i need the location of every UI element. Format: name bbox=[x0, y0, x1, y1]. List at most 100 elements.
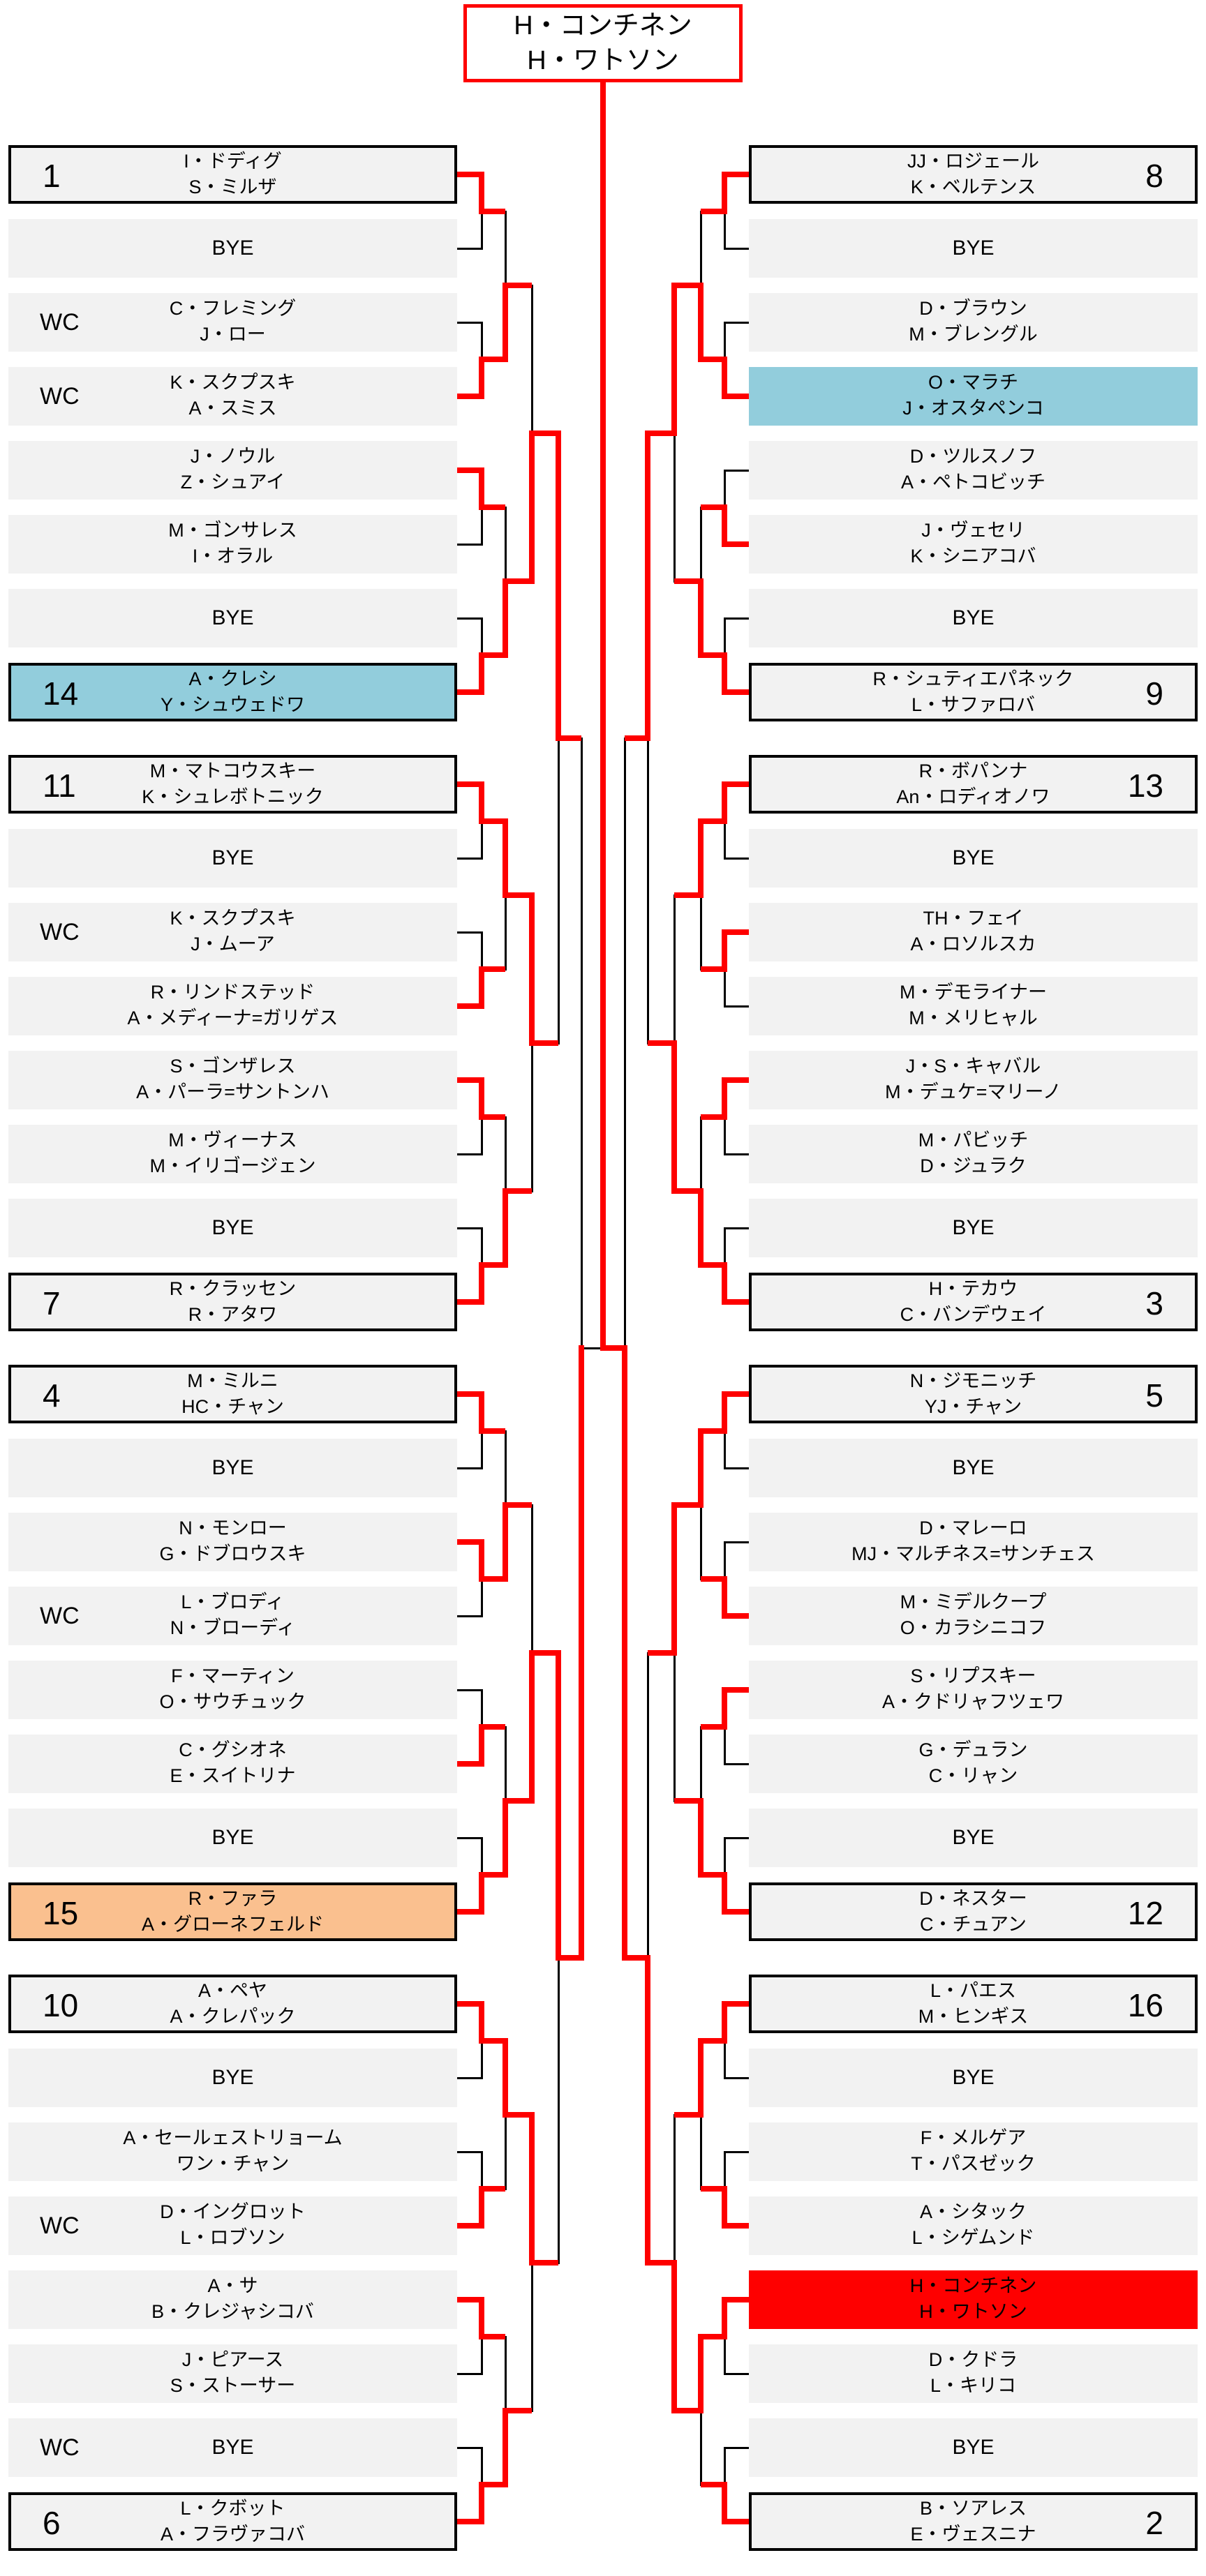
player-name: D・イングロット bbox=[160, 2201, 306, 2222]
winner-path-line bbox=[457, 1391, 482, 1397]
player-name: K・シュレボトニック bbox=[142, 786, 324, 807]
winner-path-line bbox=[671, 283, 677, 436]
winner-path-line bbox=[674, 1188, 701, 1194]
winner-path-line bbox=[724, 172, 749, 177]
player-name: J・ヴェセリ bbox=[921, 520, 1025, 541]
winner-path-line bbox=[479, 1539, 484, 1582]
bye-slot: BYE bbox=[749, 1809, 1198, 1867]
bracket-line bbox=[723, 1227, 726, 1266]
player-name: L・サファロバ bbox=[911, 694, 1036, 715]
winner-path-line bbox=[529, 1650, 535, 1804]
player-name: M・パビッチ bbox=[918, 1130, 1029, 1151]
winner-path-line bbox=[457, 1761, 482, 1767]
player-name: C・チュアン bbox=[920, 1914, 1027, 1935]
bye-label: BYE bbox=[211, 2066, 254, 2089]
bracket-line bbox=[480, 506, 483, 546]
winner-path-line bbox=[457, 1909, 482, 1915]
player-name: A・ペトコビッチ bbox=[900, 472, 1045, 493]
winner-path-line bbox=[724, 1613, 749, 1619]
winner-path-line bbox=[532, 1040, 558, 1046]
winner-path-line bbox=[603, 1345, 625, 1351]
winner-path-line bbox=[701, 1576, 724, 1582]
team-names: A・セールェストリョームワン・チャン bbox=[8, 2122, 457, 2177]
seed-label: 13 bbox=[1127, 767, 1163, 804]
player-name: C・リャン bbox=[928, 1765, 1018, 1786]
bracket-line bbox=[457, 1153, 482, 1155]
player-name: A・セールェストリョーム bbox=[123, 2127, 343, 2148]
player-name: J・S・キャバル bbox=[905, 1056, 1041, 1077]
bracket-line bbox=[480, 2446, 483, 2486]
winner-path-line bbox=[482, 1114, 505, 1120]
winner-path-line bbox=[722, 504, 727, 547]
bracket-line bbox=[723, 2039, 726, 2079]
winner-path-line bbox=[722, 2001, 727, 2044]
winner-path-line bbox=[701, 2482, 724, 2487]
bracket-line bbox=[581, 1347, 603, 1349]
bracket-line bbox=[673, 1652, 676, 1802]
winner-path-line bbox=[722, 2297, 727, 2339]
bracket-line bbox=[724, 1467, 749, 1469]
player-name: C・バンデウェイ bbox=[900, 1304, 1047, 1325]
player-name: B・ソアレス bbox=[919, 2498, 1027, 2519]
bracket-line bbox=[699, 506, 702, 583]
bracket-line bbox=[457, 2446, 482, 2449]
player-name: A・スミス bbox=[188, 398, 277, 419]
bracket-line bbox=[673, 432, 676, 583]
bracket-line bbox=[457, 321, 482, 324]
player-name: M・ブレングル bbox=[909, 324, 1038, 345]
player-name: D・クドラ bbox=[928, 2349, 1018, 2370]
winner-path-line bbox=[698, 818, 704, 898]
winner-path-line bbox=[482, 2482, 505, 2487]
player-name: L・パエス bbox=[930, 1980, 1017, 2001]
seed-label: 5 bbox=[1145, 1377, 1163, 1414]
bracket-line bbox=[723, 2335, 726, 2375]
bracket-line bbox=[724, 617, 749, 620]
winner-path-line bbox=[600, 80, 606, 1351]
winner-path-line bbox=[482, 1262, 505, 1268]
bracket-line bbox=[480, 1578, 483, 1617]
player-name: O・カラシニコフ bbox=[900, 1617, 1047, 1638]
winner-path-line bbox=[724, 929, 749, 935]
winner-path-line bbox=[482, 1724, 505, 1730]
player-name: R・ファラ bbox=[188, 1888, 278, 1909]
winner-path-line bbox=[482, 2334, 505, 2339]
player-name: A・グローネフェルド bbox=[141, 1914, 324, 1935]
winner-path-line bbox=[457, 394, 482, 399]
winner-path-line bbox=[701, 2186, 724, 2192]
player-name: A・クレパック bbox=[170, 2006, 296, 2027]
bracket-line bbox=[504, 506, 507, 583]
winner-path-line bbox=[698, 1188, 704, 1268]
bracket-line bbox=[504, 1725, 507, 1802]
player-name: J・オスタペンコ bbox=[902, 398, 1044, 419]
winner-path-line bbox=[502, 283, 508, 362]
winner-path-line bbox=[724, 689, 749, 695]
winner-path-line bbox=[674, 1502, 701, 1508]
seed-label: 14 bbox=[43, 675, 79, 712]
bracket-line bbox=[723, 617, 726, 657]
seed-label: 6 bbox=[43, 2505, 61, 2541]
bracket-line bbox=[530, 1042, 533, 1192]
winner-path-line bbox=[479, 1872, 484, 1915]
bracket-line bbox=[724, 1836, 749, 1839]
winner-path-line bbox=[701, 1428, 724, 1434]
winner-path-line bbox=[479, 781, 484, 824]
